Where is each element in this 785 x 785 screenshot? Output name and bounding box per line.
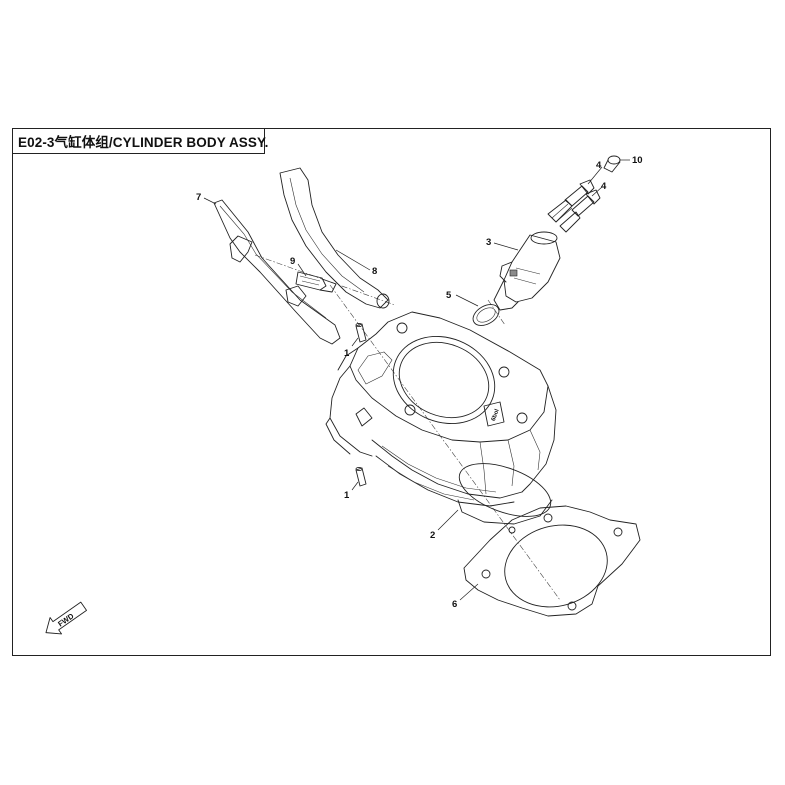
- callout-6: 6: [452, 599, 457, 610]
- callout-9: 9: [290, 256, 295, 267]
- plug-screw-part: [603, 155, 621, 173]
- dowel-pin-lower: [355, 466, 367, 487]
- chain-guide-part: [213, 199, 341, 345]
- tensioner-part: [493, 231, 561, 311]
- leader-lines: [203, 159, 630, 601]
- cylinder-body-part: 6bol: [325, 311, 557, 525]
- callout-1-lower: 1: [344, 490, 350, 501]
- fwd-label: FWD: [56, 611, 76, 629]
- tensioner-blade-part: [279, 167, 390, 309]
- cylinder-casting-label: 6bol: [491, 408, 501, 422]
- callout-4-upper: 4: [596, 160, 602, 171]
- callout-5: 5: [446, 290, 452, 301]
- title-box: E02-3气缸体组/CYLINDER BODY ASSY.: [12, 128, 269, 154]
- callout-8: 8: [372, 266, 377, 277]
- tensioner-gasket-part: [472, 304, 500, 326]
- callout-10: 10: [632, 155, 643, 166]
- callout-4-lower: 4: [601, 181, 607, 192]
- callout-3: 3: [486, 237, 491, 248]
- page-title: E02-3气缸体组/CYLINDER BODY ASSY.: [18, 135, 269, 150]
- tensioner-bolt-upper: [547, 179, 595, 223]
- drawing-frame: [12, 128, 771, 656]
- tensioner-bolt-lower: [559, 189, 601, 233]
- callout-2: 2: [430, 530, 435, 541]
- fwd-arrow: FWD: [45, 601, 87, 635]
- base-gasket-part: [463, 505, 641, 617]
- callout-7: 7: [196, 192, 201, 203]
- cylinder-centerline: [329, 284, 561, 601]
- pivot-bolt-part: [295, 271, 337, 293]
- callout-1-upper: 1: [344, 348, 350, 359]
- dowel-pin-upper: [355, 322, 367, 343]
